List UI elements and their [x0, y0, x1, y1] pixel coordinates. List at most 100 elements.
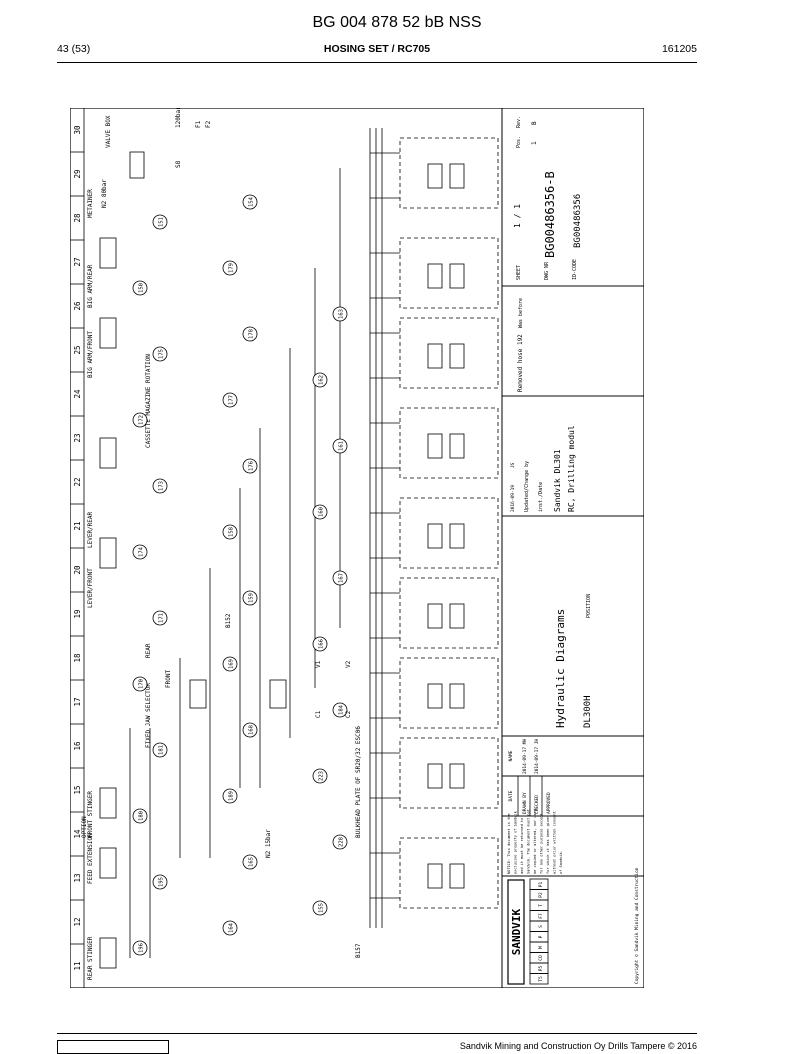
component-label: LEVER/FRONT — [87, 568, 94, 608]
valve-label: B157 — [355, 943, 362, 958]
revision-text: Removed hose 192 — [517, 334, 524, 392]
notice-line: be copied or altered, nor used — [533, 809, 537, 874]
line-number-text: 162 — [319, 375, 325, 385]
port-label: M — [538, 946, 544, 949]
port-label: P — [538, 935, 544, 938]
line-number-text: 181 — [159, 745, 165, 755]
line-number-text: 163 — [339, 309, 345, 319]
line-number-bubble — [312, 636, 328, 652]
line-number-text: 195 — [159, 877, 165, 887]
revision-date: 2016-09-19 — [510, 485, 516, 512]
line-number-bubble — [332, 570, 348, 586]
line-number-bubble — [222, 392, 238, 408]
cylinder-symbol — [99, 437, 117, 469]
grid-number: 12 — [73, 917, 82, 926]
cylinder-symbol — [99, 317, 117, 349]
grid-number: 23 — [73, 433, 82, 442]
title-company-box — [501, 875, 644, 988]
line-number-text: 180 — [139, 811, 145, 821]
valve-spool — [427, 863, 443, 889]
line-number-text: 223 — [319, 771, 325, 781]
valve-spool — [427, 163, 443, 189]
component-label: BULKHEAD PLATE OF SR20/32 ESC06 — [355, 726, 362, 838]
line-number-text: 151 — [159, 217, 165, 227]
grid-number: 20 — [73, 565, 82, 575]
signature-row-label: DRAWN BY — [522, 792, 528, 814]
page-number: 43 (53) — [57, 43, 91, 55]
notice-line: NOTICE: This document is the — [507, 813, 511, 874]
line-number-text: 150 — [139, 283, 145, 293]
notice-line: for any other purpose except — [540, 813, 544, 874]
valve-label: C2 — [345, 710, 352, 718]
grid-number: 14 — [73, 829, 82, 839]
line-number-text: 196 — [139, 943, 145, 953]
line-number-bubble — [132, 412, 148, 428]
drawing-frame — [70, 108, 644, 988]
inst-label: inst./Date — [538, 482, 544, 512]
component-label: FEED EXTENSION — [87, 833, 94, 884]
notice-line: for which it has been given — [546, 816, 550, 874]
grid-number: 13 — [73, 873, 82, 882]
notice-line: of Sandvik. — [559, 850, 563, 874]
valve-section-box — [399, 137, 499, 209]
port-label: T — [538, 904, 544, 907]
pressure-label: N2 80bar — [101, 179, 108, 208]
line-number-bubble — [312, 504, 328, 520]
cylinder-symbol — [99, 237, 117, 269]
line-number-text: 160 — [319, 507, 325, 517]
grid-number: 27 — [73, 257, 82, 266]
cylinder-symbol — [129, 151, 145, 179]
component-label: BIG ARM/REAR — [87, 264, 94, 308]
title-text-box — [501, 515, 644, 737]
line-number-text: 167 — [339, 573, 345, 583]
line-number-text: 173 — [159, 481, 165, 491]
valve-spool — [427, 343, 443, 369]
line-number-bubble — [332, 702, 348, 718]
valve-spool — [449, 263, 465, 289]
grid-number: 21 — [73, 521, 82, 530]
valve-spool — [427, 523, 443, 549]
line-number-text: 175 — [159, 349, 165, 359]
line-number-bubble — [332, 834, 348, 850]
line-number-bubble — [222, 656, 238, 672]
line-number-bubble — [222, 788, 238, 804]
grid-number: 28 — [73, 213, 82, 223]
valve-spool — [449, 523, 465, 549]
component-label: REAR STINGER — [87, 936, 94, 980]
line-number-bubble — [222, 524, 238, 540]
valve-section-box — [399, 497, 499, 569]
notice-line: and it must be returned to — [520, 818, 524, 874]
machine-name: DL300H — [583, 695, 593, 728]
cylinder-symbol — [99, 937, 117, 969]
line-number-bubble — [242, 326, 258, 342]
notice-line: exclusive property of Sandvik — [514, 810, 518, 874]
line-number-bubble — [152, 478, 168, 494]
grid-number: 17 — [73, 697, 82, 706]
grid-number: 30 — [73, 125, 82, 135]
line-number-bubble — [152, 874, 168, 890]
rev-label: Rev. — [516, 116, 522, 128]
line-number-bubble — [242, 854, 258, 870]
valve-spool — [449, 683, 465, 709]
valve-section-box — [399, 737, 499, 809]
cylinder-symbol — [189, 679, 207, 709]
port-label: P2 — [538, 892, 544, 898]
grid-number: 18 — [73, 653, 82, 663]
line-number-text: 166 — [319, 639, 325, 649]
grid-number: 26 — [73, 301, 82, 311]
name-label: NAME — [508, 750, 514, 761]
component-label: FRONT STINGER — [87, 791, 94, 838]
line-number-text: 171 — [159, 613, 165, 623]
hydraulic-diagram-svg: 1112131415161718192021222324252627282930… — [70, 108, 644, 988]
updated-label: Updated/Change by — [524, 461, 530, 512]
signature-row-label: CHECKED — [534, 795, 540, 814]
valve-section-box — [399, 837, 499, 909]
port-label: S — [538, 925, 544, 928]
date-code: 161205 — [661, 43, 697, 55]
line-number-text: 176 — [249, 461, 255, 471]
component-label: LEVER/REAR — [87, 511, 94, 548]
signature-date: 2014-09-17 JH — [534, 738, 540, 774]
valve-spool — [427, 263, 443, 289]
grid-number: 11 — [73, 961, 82, 970]
